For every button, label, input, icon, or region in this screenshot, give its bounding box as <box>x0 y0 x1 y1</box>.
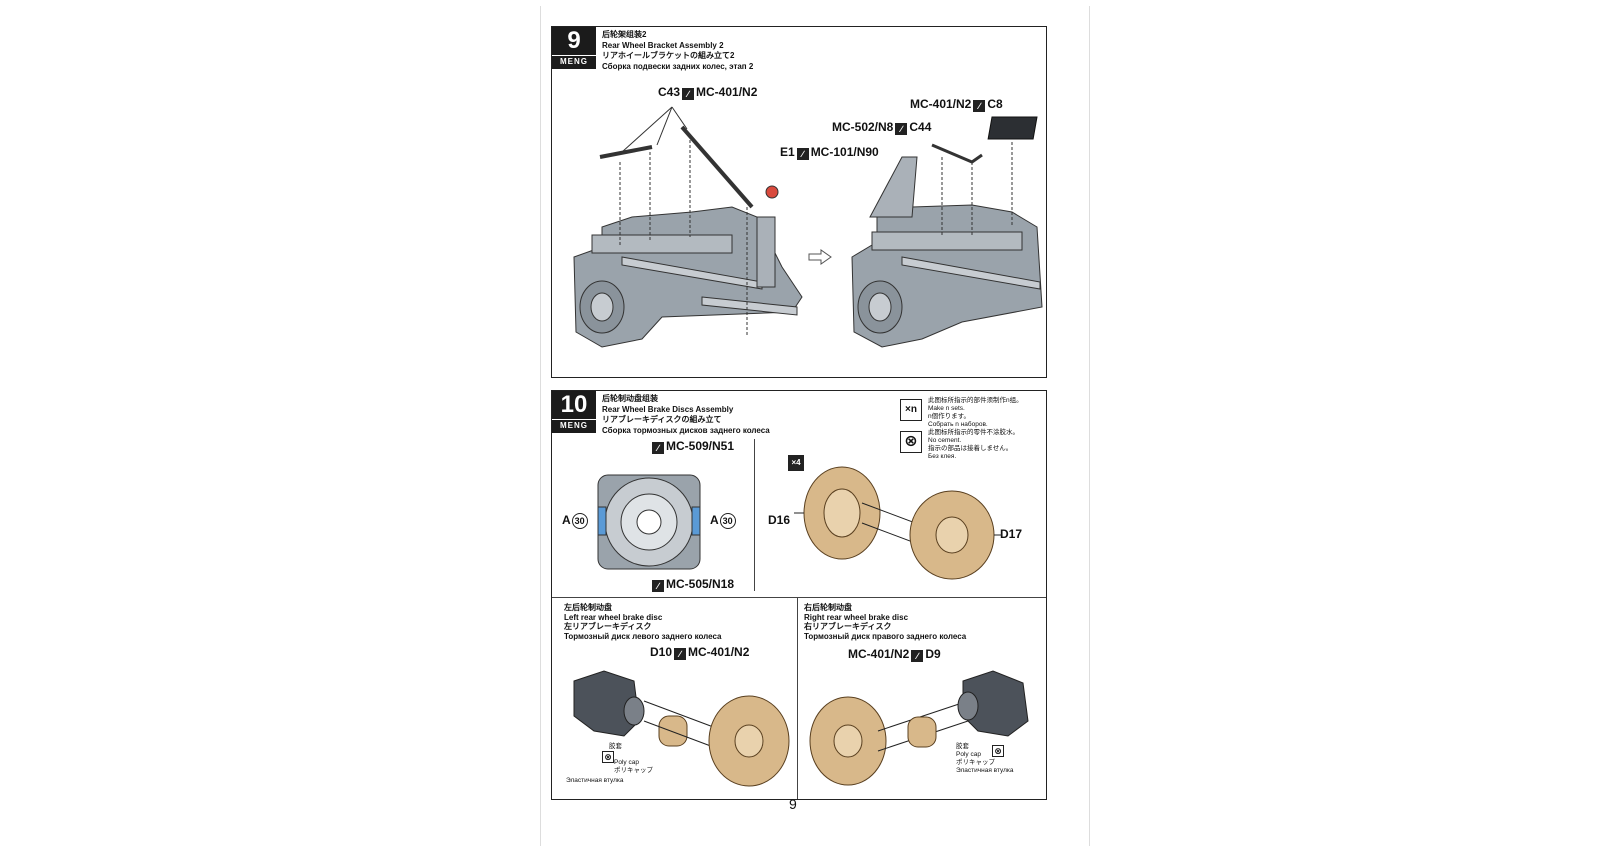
left-brake-assembly <box>573 670 790 787</box>
callout-mc505: ∕MC-505/N18 <box>650 577 734 592</box>
divider-vertical <box>754 439 755 591</box>
no-cement-legend: 此图标所指示的零件不涂胶水。 No cement. 指示の部品は接着しません。 … <box>928 429 1019 460</box>
meng-logo: MENG <box>552 419 596 431</box>
right-rear-title: 右后轮制动盘 Right rear wheel brake disc 右リアブレ… <box>804 603 967 641</box>
step-9-number: 9 <box>567 27 581 54</box>
page-number: 9 <box>789 796 797 812</box>
cement-icon: ∕ <box>973 100 986 112</box>
cement-icon: ∕ <box>674 648 687 660</box>
callout-c8: MC-401/N2∕C8 <box>910 97 1003 112</box>
cement-icon: ∕ <box>911 650 924 662</box>
left-rear-title: 左后轮制动盘 Left rear wheel brake disc 左リアブレー… <box>564 603 722 641</box>
callout-mc509: ∕MC-509/N51 <box>650 439 734 454</box>
chassis-assembly-after <box>851 116 1043 348</box>
no-cement-icon: ⊗ <box>602 751 614 763</box>
divider-horizontal <box>552 597 1046 598</box>
brake-disc-exploded <box>794 466 1002 580</box>
cement-icon: ∕ <box>895 123 908 135</box>
cement-icon: ∕ <box>682 88 695 100</box>
right-brake-assembly <box>809 670 1029 786</box>
callout-c43: C43∕MC-401/N2 <box>658 85 758 100</box>
left-poly-cap-label-3: Эластичная втулка <box>566 777 624 784</box>
callout-e1: E1∕MC-101/N90 <box>780 145 879 160</box>
instruction-page: 9 MENG 后轮架组装2 Rear Wheel Bracket Assembl… <box>540 6 1090 846</box>
left-poly-cap-label-2: Poly cap ポリキャップ <box>614 759 653 774</box>
callout-d16: D16 <box>768 513 791 527</box>
cement-icon: ∕ <box>652 580 664 592</box>
step-9-title: 后轮架组装2 Rear Wheel Bracket Assembly 2 リアホ… <box>602 30 754 71</box>
chassis-assembly-before <box>573 106 803 348</box>
no-cement-icon: ⊗ <box>900 431 922 453</box>
arrow-right-icon <box>808 249 832 265</box>
callout-d10: D10∕MC-401/N2 <box>650 645 750 660</box>
cement-icon: ∕ <box>796 148 809 160</box>
no-cement-icon: ⊗ <box>992 745 1004 757</box>
make-n-sets-icon: ×n <box>900 399 922 421</box>
make-n-sets-legend: 此图标所指示的部件须制作n组。 Make n sets. n個作ります。 Соб… <box>928 397 1023 428</box>
callout-d9: MC-401/N2∕D9 <box>848 647 941 662</box>
step-10-badge: 10 MENG <box>552 391 596 433</box>
meng-logo: MENG <box>552 55 596 67</box>
step-10-number: 10 <box>560 391 588 418</box>
step-10-title: 后轮制动盘组装 Rear Wheel Brake Discs Assembly … <box>602 394 770 435</box>
callout-d17: D17 <box>1000 527 1023 541</box>
times-4-badge: ×4 <box>788 455 804 471</box>
step-9-badge: 9 MENG <box>552 27 596 69</box>
step-9-panel: 9 MENG 后轮架组装2 Rear Wheel Bracket Assembl… <box>551 26 1047 378</box>
step-10-panel: 10 MENG 后轮制动盘组装 Rear Wheel Brake Discs A… <box>551 390 1047 800</box>
left-poly-cap-label: 胶套 <box>609 743 622 750</box>
brake-disc-front-view <box>597 474 701 570</box>
right-poly-cap-label: 胶套 Poly cap ポリキャップ Эластичная втулка <box>956 743 1014 774</box>
callout-c44: MC-502/N8∕C44 <box>832 120 932 135</box>
cement-icon: ∕ <box>652 442 664 454</box>
divider-vertical-lower <box>797 597 798 799</box>
